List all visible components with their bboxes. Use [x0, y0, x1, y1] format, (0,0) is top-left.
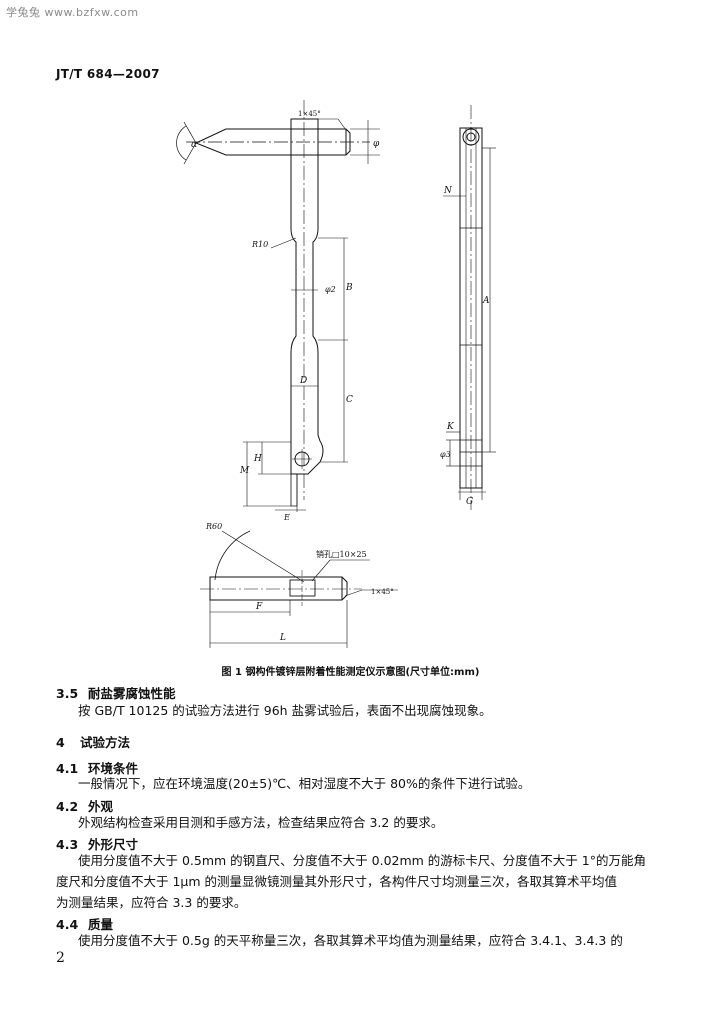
standard-code: JT/T 684—2007	[56, 67, 160, 81]
label-chamfer-top: 1×45°	[298, 110, 321, 118]
label-alpha: α	[191, 140, 197, 150]
label-b: B	[345, 283, 353, 293]
figure-caption: 图 1 钢构件镀锌层附着性能测定仪示意图(尺寸单位:mm)	[221, 667, 480, 678]
label-phi3: φ3	[440, 450, 451, 459]
label-phi: φ	[373, 139, 380, 149]
label-n: N	[443, 186, 453, 196]
label-pin-hole: 销孔□10×25	[316, 549, 367, 559]
label-m: M	[239, 466, 250, 476]
paragraph: 度尺和分度值不大于 1μm 的测量显微镜测量其外形尺寸，各构件尺寸均测量三次，各…	[56, 874, 618, 889]
rod-front	[290, 118, 324, 475]
label-r10: R10	[251, 240, 268, 249]
label-k: K	[446, 422, 455, 432]
watermark: 学兔兔 www.bzfxw.com	[6, 6, 139, 19]
paragraph: 按 GB/T 10125 的试验方法进行 96h 盐雾试验后，表面不出现腐蚀现象…	[78, 703, 492, 718]
paragraph: 使用分度值不大于 0.5g 的天平称量三次，各取其算术平均值为测量结果，应符合 …	[78, 933, 623, 948]
label-h: H	[253, 454, 262, 464]
label-f: F	[255, 602, 263, 612]
paragraph: 为测量结果，应符合 3.3 的要求。	[56, 895, 247, 910]
label-g: G	[466, 497, 473, 507]
label-e-bottom: E	[283, 513, 290, 522]
figure-1-drawing: 1×45° α φ R10 φ2 B C D M H E N A K φ3 G …	[176, 100, 496, 648]
paragraph: 外观结构检查采用目测和手感方法，检查结果应符合 3.2 的要求。	[78, 815, 444, 830]
r60-arc	[214, 530, 251, 581]
label-a: A	[482, 296, 490, 306]
label-c: C	[346, 395, 353, 405]
paragraph: 一般情况下，应在环境温度(20±5)℃、相对湿度不大于 80%的条件下进行试验。	[78, 776, 531, 791]
paragraph: 使用分度值不大于 0.5mm 的钢直尺、分度值不大于 0.02mm 的游标卡尺、…	[78, 853, 646, 868]
page-number: 2	[56, 950, 65, 966]
label-l: L	[279, 633, 286, 643]
label-d: D	[299, 376, 307, 386]
label-phi2: φ2	[325, 285, 336, 294]
pin-bottom	[209, 576, 348, 601]
label-chamfer-bottom: 1×45°	[371, 588, 394, 596]
label-r60: R60	[205, 522, 222, 531]
pin-hole	[289, 579, 316, 597]
